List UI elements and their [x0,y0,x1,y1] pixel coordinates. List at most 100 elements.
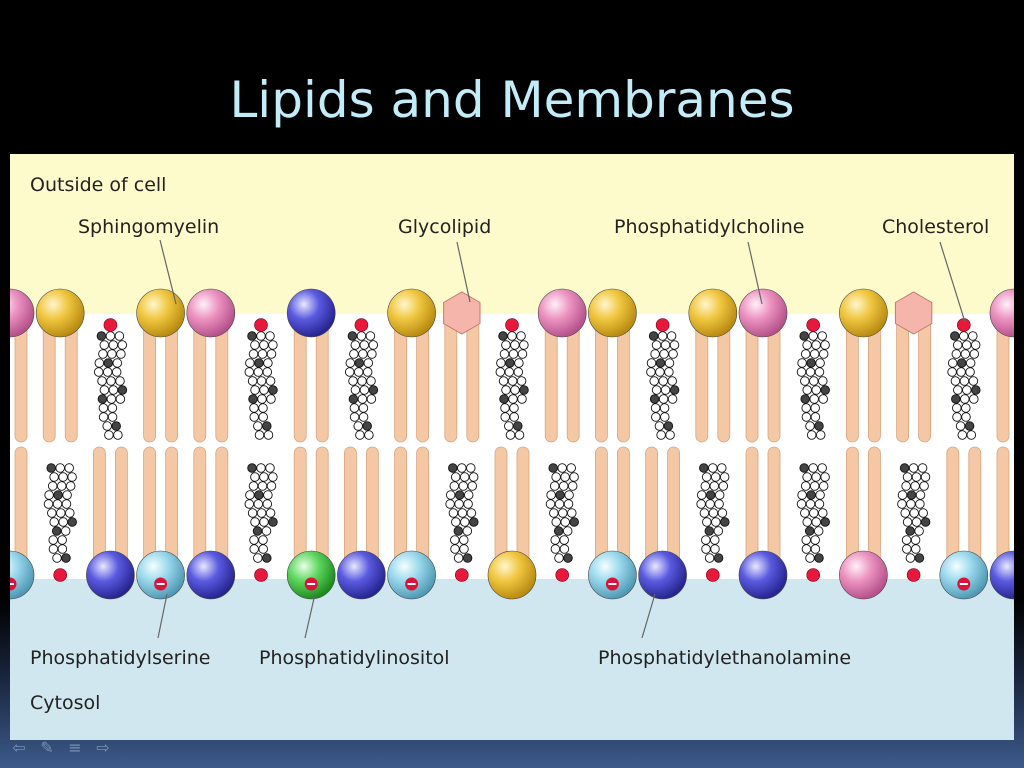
cholesterol-pointer [939,241,966,323]
cholesterol-atom [820,517,830,527]
glycolipid-head-outer-9 [443,291,481,335]
bilayer-illustration [10,154,1014,740]
cholesterol-atom [800,394,810,404]
cholesterol-atom [466,463,476,473]
cholesterol-atom [509,403,519,413]
cholesterol-atom [259,517,269,527]
cholesterol-molecule-inner-5 [244,463,278,582]
cholesterol-atom [262,421,272,431]
cholesterol-atom [105,331,116,341]
cholesterol-atom [952,403,962,413]
cholesterol-atom [106,376,116,386]
cholesterol-atom [263,430,274,440]
cholesterol-atom [265,376,276,386]
cholesterol-atom [249,535,259,545]
phosphatidylethanolamine-head-inner-13 [638,550,687,600]
sphingomyelin-tail [143,318,157,443]
cholesterol-atom [253,421,263,431]
cholesterol-atom [254,430,265,440]
pencil-icon[interactable]: ✎ [40,738,54,757]
cholesterol-atom [61,499,72,509]
cholesterol-atom [248,481,259,491]
cholesterol-atom [950,376,961,386]
cholesterol-atom [508,349,519,359]
cholesterol-atom [250,340,260,350]
cholesterol-atom [344,367,355,377]
cholesterol-atom [546,490,556,500]
cholesterol-atom [566,463,576,473]
cholesterol-atom [701,472,712,482]
cholesterol-atom [557,463,567,473]
phosphatidylethanolamine-label: Phosphatidylethanolamine [598,647,852,669]
glycolipid-tail [466,318,480,443]
cholesterol-atom [56,481,67,491]
cholesterol-atom [911,517,922,527]
sphingomyelin-tail [846,318,859,443]
cholesterol-atom [564,490,574,500]
cholesterol-atom [814,499,825,509]
minus-sign-icon [156,583,165,585]
cholesterol-atom [649,376,659,386]
arrow-right-icon[interactable]: ⇨ [96,738,110,757]
cholesterol-atom [507,331,517,341]
cholesterol-atom [265,508,276,518]
phosphatidylethanolamine-tail [193,446,207,570]
arrow-left-icon[interactable]: ⇦ [12,738,26,757]
cholesterol-atom [569,517,579,527]
phosphatidylinositol-head-inner-6 [286,550,336,600]
phosphatidylcholine-pointer [747,241,763,305]
cholesterol-atom [713,526,724,536]
cholesterol-atom [495,367,506,377]
cholesterol-atom [47,508,57,518]
cholesterol-hydroxyl [906,568,921,582]
cholesterol-atom [258,544,268,554]
cholesterol-atom [713,553,724,563]
cholesterol-atom [366,394,377,404]
cholesterol-atom [67,472,77,482]
cholesterol-atom [952,340,963,350]
cholesterol-atom [805,499,816,509]
cholesterol-atom [247,508,258,518]
cholesterol-atom [357,394,368,404]
phosphatidylserine-tail [14,446,28,570]
cholesterol-atom [808,463,818,473]
cholesterol-atom [245,490,255,500]
cholesterol-atom [510,385,520,395]
membrane-diagram: Outside of cell Sphingomyelin Glycolipid… [10,154,1014,740]
cholesterol-atom [965,358,976,368]
cholesterol-atom [355,430,365,440]
cholesterol-atom [349,412,360,422]
cholesterol-atom [815,430,826,440]
cholesterol-atom [663,421,674,431]
cholesterol-atom [806,358,816,368]
phosphatidylserine-tail [946,446,960,570]
cholesterol-atom [468,472,479,482]
cholesterol-atom [801,403,811,413]
cholesterol-atom [364,430,374,440]
cholesterol-atom [651,412,661,422]
cholesterol-atom [660,340,671,350]
cholesterol-atom [117,385,128,395]
phosphatidylcholine-tail [215,318,229,443]
glycolipid-pointer [456,241,471,303]
cholesterol-atom [53,490,63,500]
cholesterol-atom [362,421,372,431]
cholesterol-atom [263,490,273,500]
cholesterol-atom [804,526,815,536]
menu-icon[interactable]: ≡ [68,738,82,757]
cholesterol-atom [58,472,68,482]
cholesterol-atom [458,481,469,491]
cholesterol-atom [796,499,807,509]
cholesterol-atom [650,349,660,359]
cholesterol-atom [44,490,54,500]
cholesterol-hydroxyl [956,318,971,332]
cholesterol-atom [968,331,978,341]
cholesterol-atom [60,526,71,536]
cholesterol-atom [48,535,58,545]
minus-sign-icon [608,583,617,585]
cholesterol-atom [65,508,75,518]
cholesterol-atom [249,403,259,413]
cholesterol-atom [897,490,908,500]
cholesterol-atom [811,340,821,350]
cholesterol-atom [265,331,275,341]
